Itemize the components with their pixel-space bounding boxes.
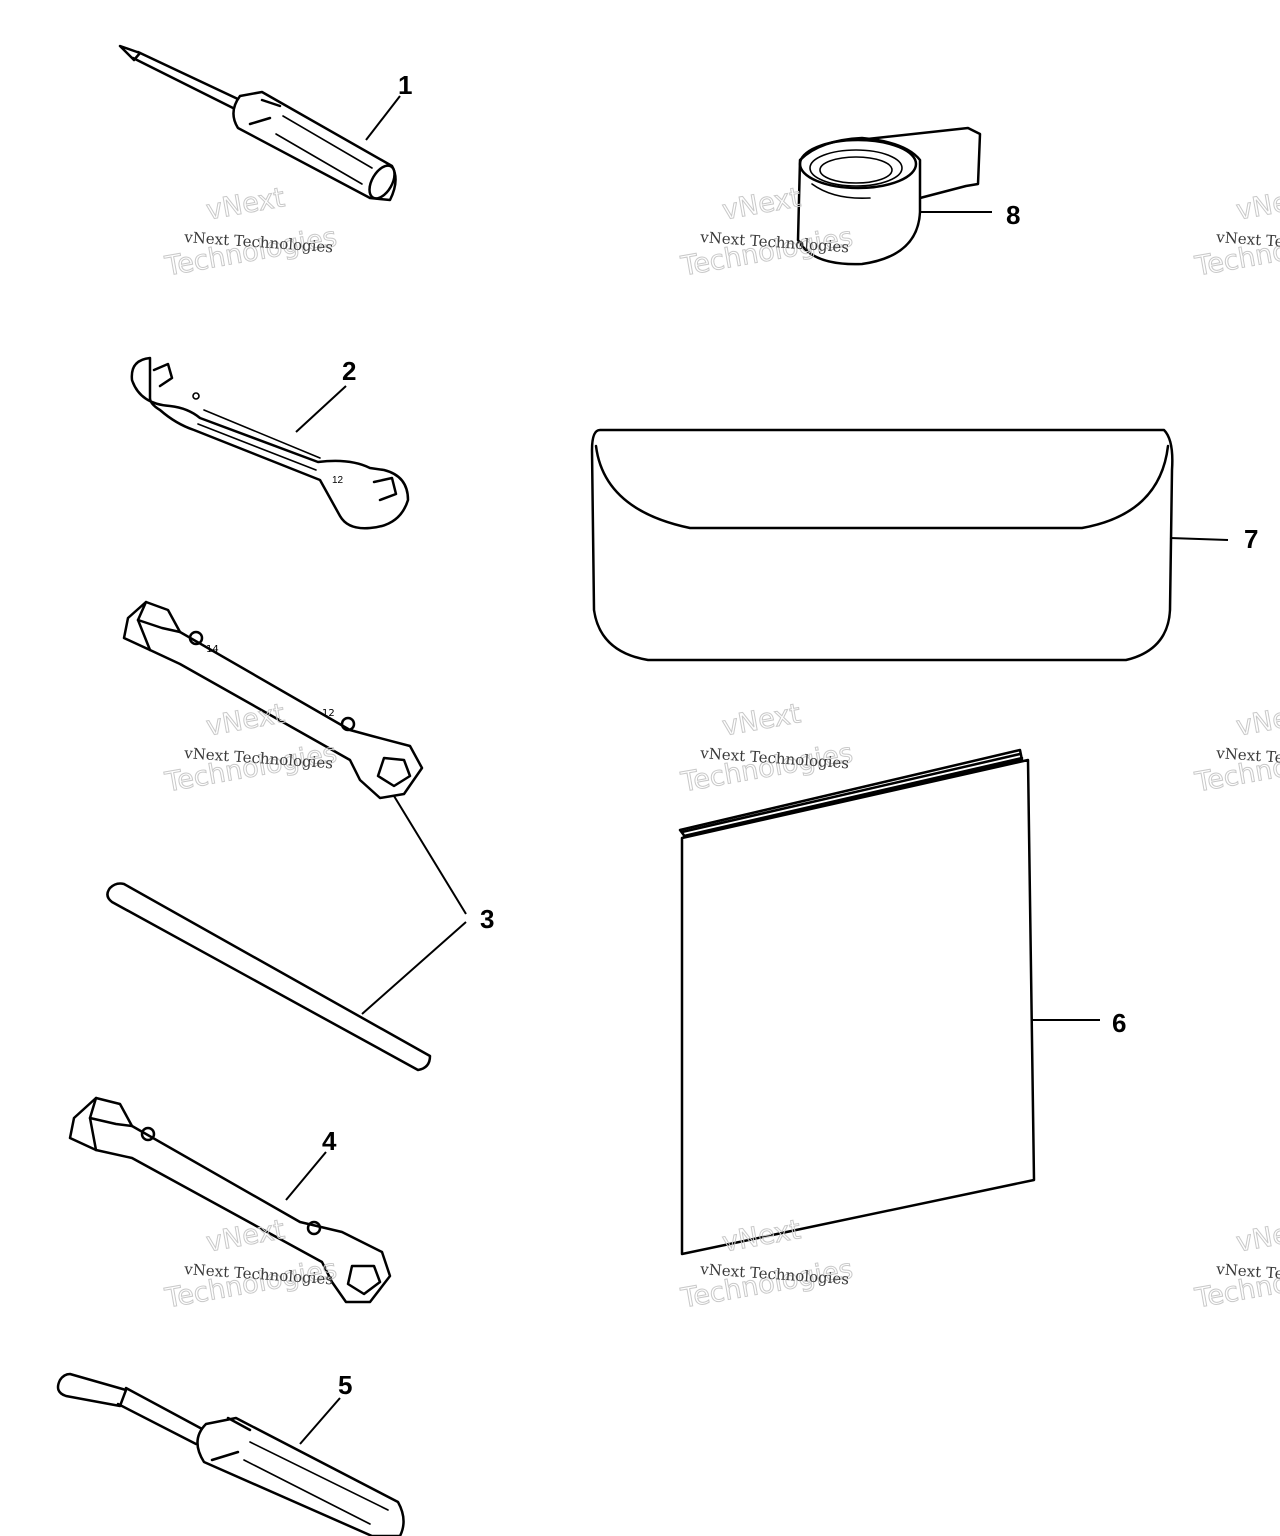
leader-line-2 [295,385,347,433]
callout-5: 5 [338,1370,352,1400]
box-wrench-icon [68,1096,392,1304]
svg-text:vNext: vNext [204,182,287,226]
callout-1: 1 [398,70,412,100]
callout-8: 8 [1006,200,1020,230]
svg-text:vNext: vNext [720,182,803,226]
leader-line-1 [365,95,401,141]
leader-line-5 [299,1397,341,1445]
svg-text:14: 14 [206,644,219,655]
screwdriver-icon [56,1372,405,1536]
svg-text:vNext: vNext [1234,182,1280,226]
screwdriver-icon [118,44,397,202]
owners-manual-icon [678,748,1036,1256]
open-end-wrench-icon: 12 [130,356,410,530]
leader-line-7 [1169,537,1229,541]
svg-text:12: 12 [322,708,335,719]
svg-text:vNext: vNext [1234,698,1280,742]
box-wrench-and-tommy-bar-icon: 14 12 [106,600,432,1072]
tool-bag-icon [590,428,1174,662]
callout-6: 6 [1112,1008,1126,1038]
callout-7: 7 [1244,524,1258,554]
strap-roll-icon [796,126,982,266]
leader-line-3b [361,921,467,1015]
leader-line-4 [285,1151,327,1201]
svg-text:12: 12 [332,475,344,486]
svg-text:vNext: vNext [204,698,287,742]
svg-text:vNext: vNext [204,1214,287,1258]
leader-line-3a [393,795,467,915]
svg-text:vNext: vNext [1234,1214,1280,1258]
callout-4: 4 [322,1126,337,1156]
callout-3: 3 [480,904,494,934]
svg-text:vNext: vNext [720,698,803,742]
callout-2: 2 [342,356,356,386]
